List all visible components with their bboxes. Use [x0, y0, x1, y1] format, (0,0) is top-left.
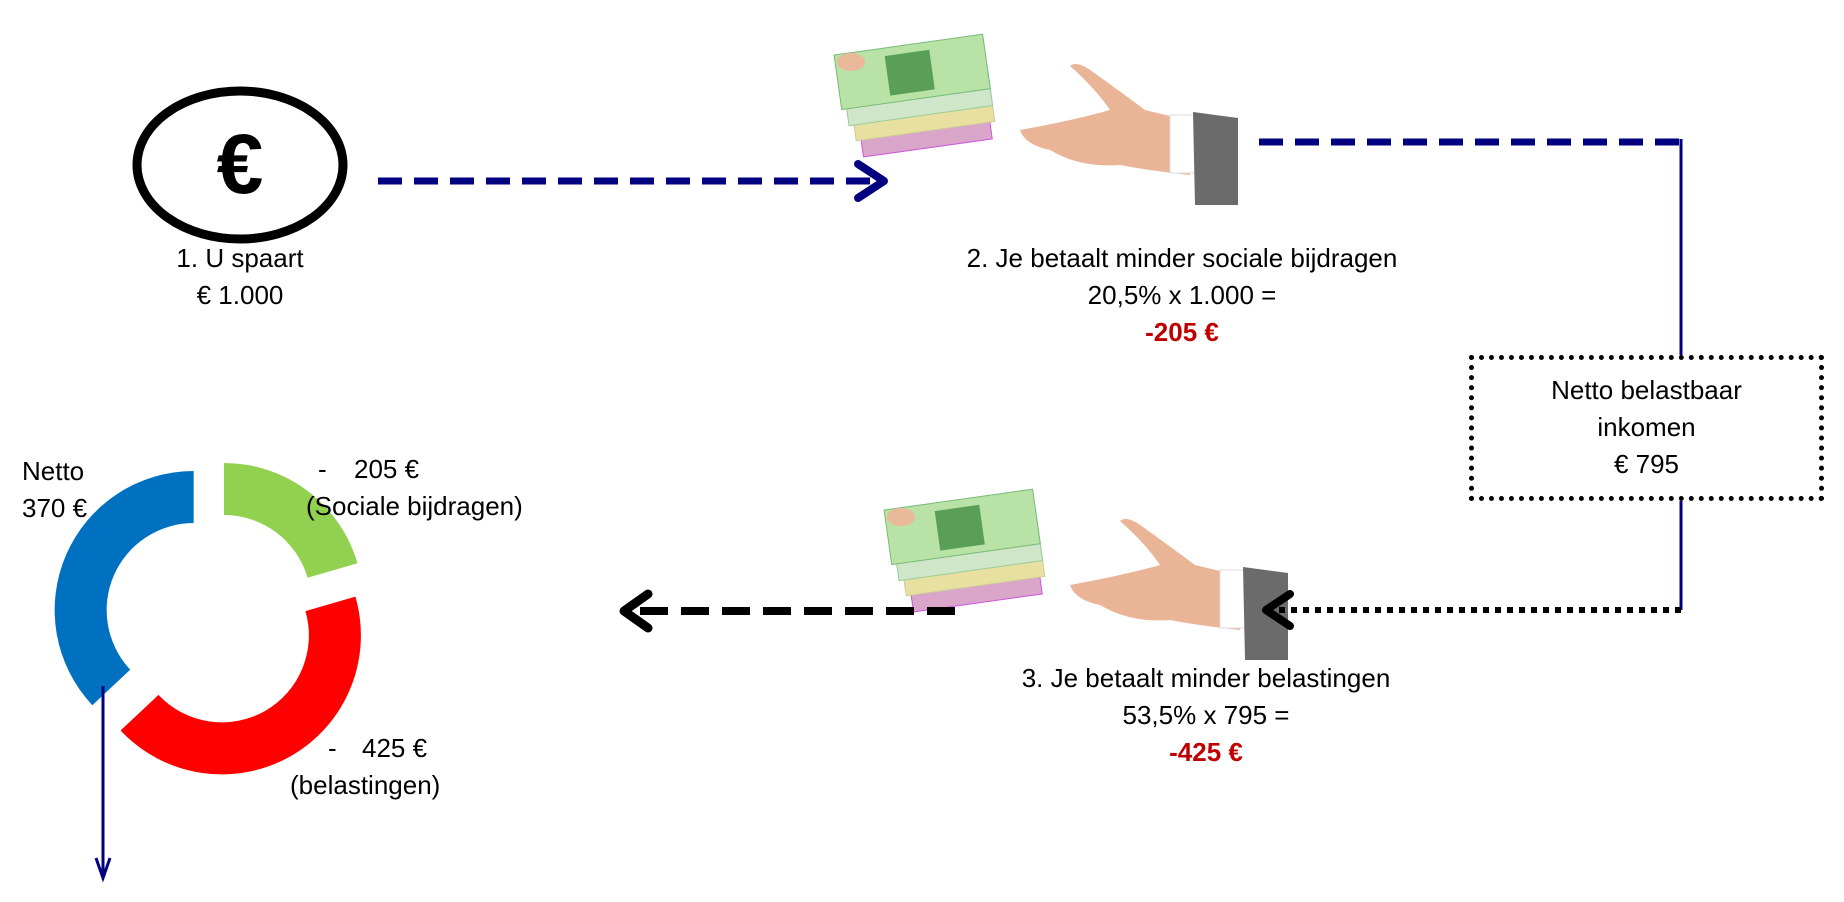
donut-segment-taxes: [120, 596, 361, 775]
social-caption: (Sociale bijdragen): [306, 491, 523, 521]
svg-text:€: €: [217, 117, 264, 211]
netto-down-arrow: [94, 686, 112, 883]
step3-result: -425 €: [1169, 737, 1243, 767]
social-label: - 205 € (Sociale bijdragen): [306, 451, 523, 525]
tax-caption: (belastingen): [290, 770, 441, 800]
donut-segment-netto: [54, 471, 194, 706]
social-dash: -: [318, 454, 327, 484]
step1-amount: € 1.000: [196, 280, 284, 310]
step3-formula: 53,5% x 795 =: [1122, 700, 1290, 730]
step3-title: 3. Je betaalt minder belastingen: [1021, 663, 1391, 693]
tax-label: - 425 € (belastingen): [290, 730, 440, 804]
step2-formula: 20,5% x 1.000 =: [1087, 280, 1277, 310]
step2-title: 2. Je betaalt minder sociale bijdragen: [966, 243, 1398, 273]
connector-box-to-taxes: [1262, 496, 1683, 630]
step3-label: 3. Je betaalt minder belastingen 53,5% x…: [906, 660, 1506, 771]
step2-result: -205 €: [1145, 317, 1219, 347]
netto-title: Netto: [22, 456, 85, 486]
connector-to-box: [1259, 138, 1683, 356]
arrow-taxes-to-result: [619, 589, 955, 633]
tax-value: 425 €: [362, 733, 428, 763]
arrow-save-to-contributions: [378, 160, 888, 202]
exploded-donut-chart: [54, 463, 361, 775]
net-taxable-income-box: Netto belastbaar inkomen € 795: [1469, 355, 1824, 501]
step2-label: 2. Je betaalt minder sociale bijdragen 2…: [882, 240, 1482, 351]
step1-title: 1. U spaart: [176, 243, 304, 273]
step1-label: 1. U spaart € 1.000: [140, 240, 340, 314]
netto-label: Netto 370 €: [22, 453, 87, 527]
money-hand-illustration: [833, 33, 1239, 206]
box-line3: € 795: [1613, 449, 1680, 479]
money-hand-illustration: [883, 488, 1289, 661]
social-value: 205 €: [354, 454, 420, 484]
box-line2: inkomen: [1597, 412, 1696, 442]
tax-dash: -: [328, 733, 337, 763]
box-line1: Netto belastbaar: [1551, 375, 1742, 405]
netto-value: 370 €: [22, 493, 88, 523]
euro-coin-icon: €: [132, 86, 348, 244]
donut-segment-social: [224, 463, 358, 578]
